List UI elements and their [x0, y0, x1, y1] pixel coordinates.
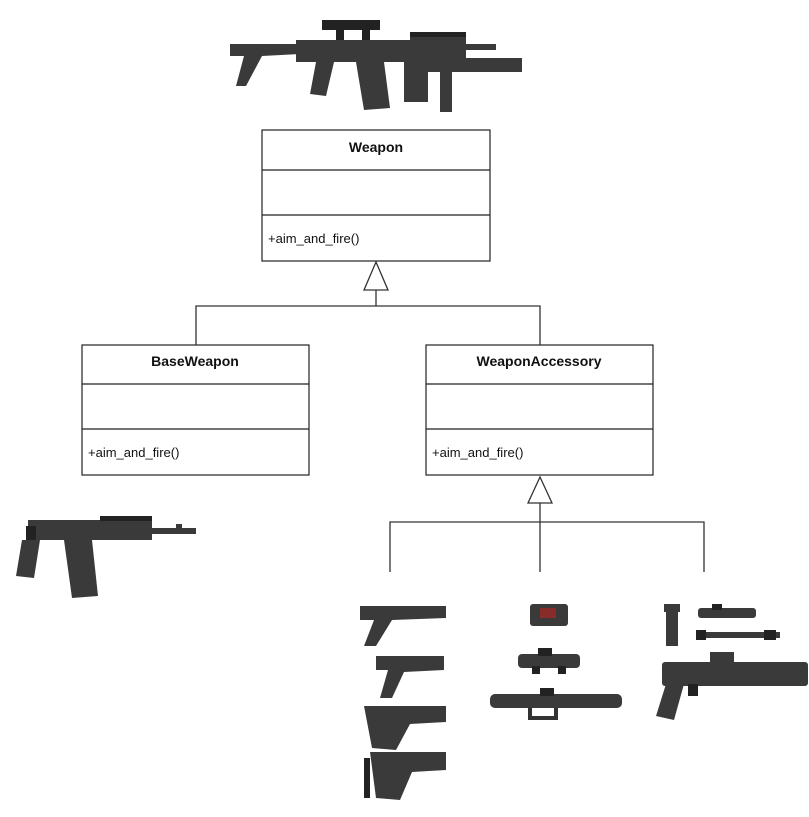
grenade-launcher-icon — [656, 652, 808, 720]
rifle-stock-icon — [376, 656, 444, 698]
grip-laser-launcher-icons — [656, 604, 808, 720]
class-weapon-accessory: WeaponAccessory +aim_and_fire() — [425, 344, 654, 476]
class-weapon-name: Weapon — [349, 139, 403, 155]
class-weapon-accessory-name: WeaponAccessory — [476, 353, 601, 369]
rifle-stock-icons — [360, 606, 446, 800]
vertical-grip-icon — [664, 604, 680, 646]
class-base-weapon-operation: +aim_and_fire() — [88, 445, 179, 460]
rifle-stock-icon — [364, 706, 446, 750]
generalization-edge-weapon — [195, 260, 541, 345]
rifle-stock-icon — [364, 752, 446, 800]
class-weapon: Weapon +aim_and_fire() — [261, 129, 491, 262]
inheritance-arrowhead — [526, 475, 554, 504]
red-dot-sight-icon — [530, 604, 568, 626]
class-base-weapon: BaseWeapon +aim_and_fire() — [81, 344, 310, 476]
class-base-weapon-name: BaseWeapon — [151, 353, 239, 369]
laser-sight-icon — [698, 604, 756, 618]
long-range-scope-icon — [490, 688, 622, 720]
inheritance-arrowhead — [363, 260, 389, 291]
class-weapon-operation: +aim_and_fire() — [268, 231, 359, 246]
optic-scope-icon — [518, 648, 580, 674]
class-weapon-accessory-operation: +aim_and_fire() — [432, 445, 523, 460]
assault-rifle-with-accessories-icon — [230, 20, 522, 112]
bipod-rail-icon — [696, 630, 780, 640]
optic-scope-icons — [490, 604, 622, 720]
plain-rifle-icon — [16, 516, 196, 598]
generalization-edge-weapon-accessory — [389, 475, 705, 572]
rifle-stock-icon — [360, 606, 446, 646]
